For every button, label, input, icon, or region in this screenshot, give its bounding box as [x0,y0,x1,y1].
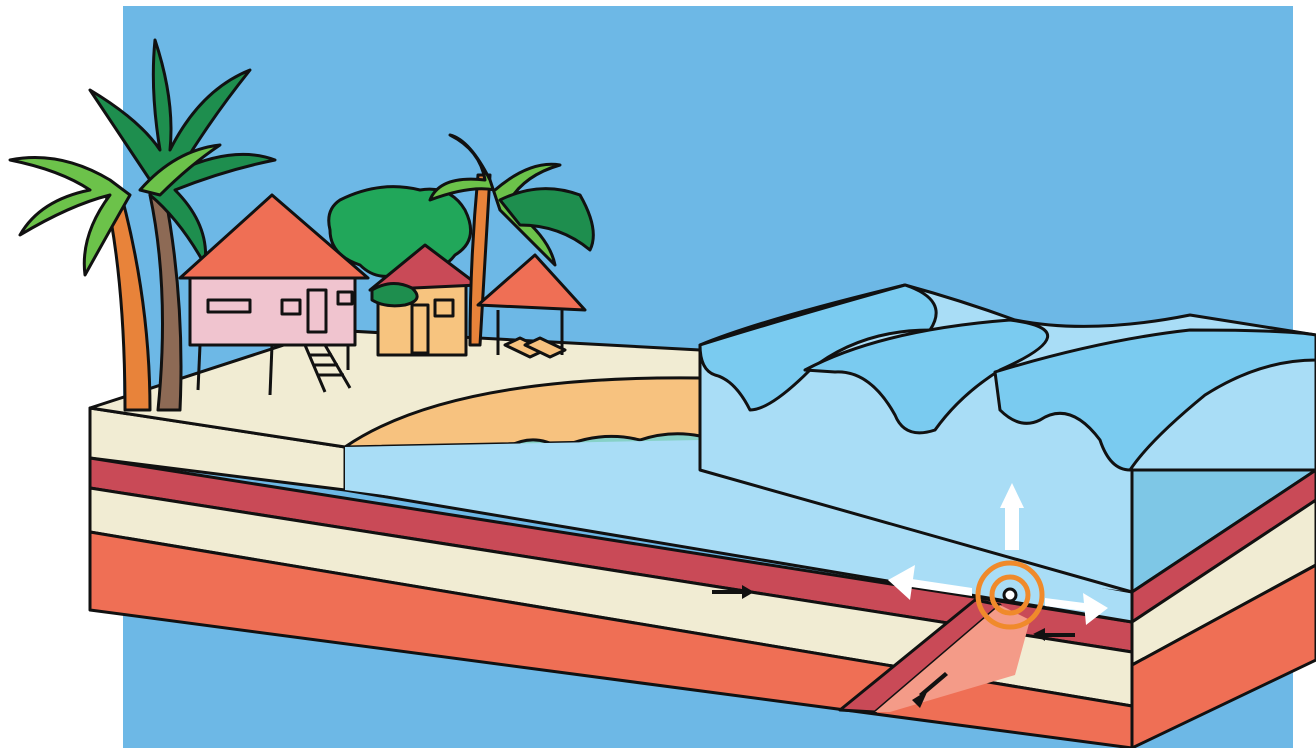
small-bush [372,283,417,305]
